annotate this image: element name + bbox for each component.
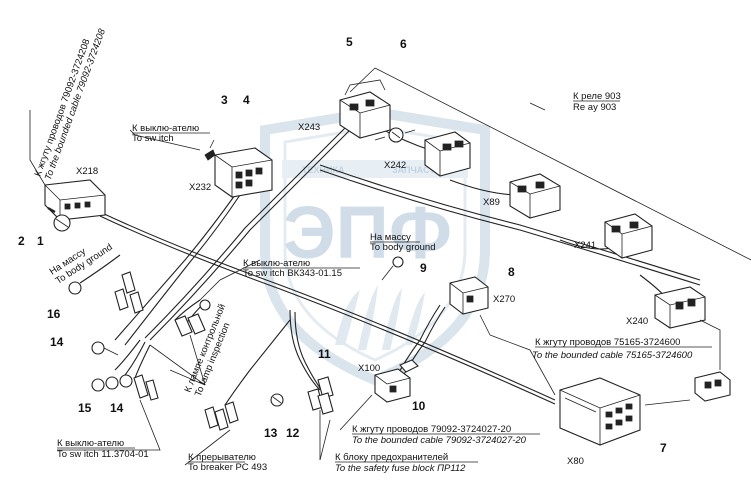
code-x80: X80 xyxy=(567,456,584,467)
label-switch-en: To sw itch xyxy=(132,133,174,144)
connector-x241 xyxy=(604,213,653,259)
label-fuse-en: To the safety fuse block ПР112 xyxy=(335,463,466,474)
connector-x218 xyxy=(44,179,106,221)
terminal-3 xyxy=(204,139,216,161)
label-harness-right-ru: К жгуту проводов 75165-3724600 xyxy=(535,337,680,348)
callout-13: 13 xyxy=(264,426,278,440)
label-breaker-ru: К прерывателю xyxy=(188,452,256,463)
terminals-11-12-13 xyxy=(270,376,334,415)
callout-6: 6 xyxy=(400,37,407,51)
connector-codes: X218 X232 X243 X242 X89 X241 X240 X270 X… xyxy=(76,122,648,467)
terminals-lamp xyxy=(114,271,211,337)
callout-12: 12 xyxy=(286,426,300,440)
terminals-14-15 xyxy=(91,341,159,401)
label-harness-bottom-ru: К жгуту проводов 79092-3724027-20 xyxy=(352,424,511,435)
rotated-harness-label: К жгуту проводов 79092-3724208 To the bo… xyxy=(32,27,108,182)
label-harness-bottom-en: To the bounded cable 79092-3724027-20 xyxy=(352,435,527,446)
ground-terminal-9 xyxy=(381,256,404,281)
callout-numbers: 1 2 3 4 5 6 7 8 9 10 11 12 13 14 14 15 1… xyxy=(18,35,667,455)
callout-1: 1 xyxy=(37,234,44,248)
label-harness-top-en: To the bounded cable 79092-3724208 xyxy=(43,27,108,182)
callout-7: 7 xyxy=(660,441,667,455)
label-switch-bot-en: To sw itch 11.3704-01 xyxy=(57,449,149,460)
label-breaker-en: To breaker РС 493 xyxy=(188,462,267,473)
label-harness-top-ru: К жгуту проводов 79092-3724208 xyxy=(32,38,92,178)
callout-15: 15 xyxy=(78,401,92,415)
callout-10: 10 xyxy=(412,399,426,413)
code-x241: X241 xyxy=(574,240,596,251)
callout-8: 8 xyxy=(508,265,515,279)
label-underlines xyxy=(57,100,712,463)
callout-5: 5 xyxy=(346,35,353,49)
label-switch-bk-en: To sw itch ВК343-01.15 xyxy=(243,268,342,279)
label-ground2-ru: На массу xyxy=(370,232,411,243)
callout-2: 2 xyxy=(18,234,25,248)
callout-16: 16 xyxy=(47,307,61,321)
code-x240: X240 xyxy=(626,316,648,327)
code-x89: X89 xyxy=(483,197,500,208)
watermark-top: ТЕХНИКА xyxy=(302,165,345,175)
connector-x80 xyxy=(559,377,641,446)
label-relay-en: Re ay 903 xyxy=(573,102,616,113)
code-x100: X100 xyxy=(358,363,380,374)
code-x218: X218 xyxy=(76,166,98,177)
callout-11: 11 xyxy=(318,347,331,361)
ring-terminal-1 xyxy=(53,214,71,232)
connector-x232 xyxy=(214,147,273,198)
code-x243: X243 xyxy=(298,122,320,133)
code-x242: X242 xyxy=(384,160,406,171)
label-switch-bk-ru: К выклю-ателю xyxy=(243,258,310,269)
connector-x240-mate xyxy=(694,371,731,402)
label-harness-right-en: To the bounded cable 75165-3724600 xyxy=(532,350,693,361)
code-x270: X270 xyxy=(493,294,515,305)
callout-9: 9 xyxy=(420,261,427,275)
watermark-top2: ЗАПЧАСТИ xyxy=(392,165,441,175)
leader-lines xyxy=(29,102,721,466)
terminal-6 xyxy=(374,127,416,143)
connector-x89 xyxy=(509,173,561,219)
callout-14b: 14 xyxy=(110,401,124,415)
label-switch-ru: К выклю-ателю xyxy=(132,123,199,134)
label-ground2-en: To body ground xyxy=(370,242,436,253)
label-relay-ru: К реле 903 xyxy=(573,91,621,102)
terminals-breaker xyxy=(204,401,239,431)
connector-x243 xyxy=(339,79,391,139)
callout-14a: 14 xyxy=(50,335,64,349)
callout-4: 4 xyxy=(243,93,250,107)
wire-bundles xyxy=(79,67,751,406)
connector-x242 xyxy=(424,131,471,177)
callout-3: 3 xyxy=(221,93,228,107)
watermark-main: ЭПФ xyxy=(283,191,452,274)
label-switch-bot-ru: К выклю-ателю xyxy=(57,438,124,449)
label-fuse-ru: К блоку предохранителей xyxy=(335,452,448,463)
ground-terminal-16 xyxy=(68,281,82,295)
rotated-ground-label: На массу To body ground xyxy=(48,242,115,287)
watermark: ТЕХНИКА ЗАПЧАСТИ ЭПФ xyxy=(260,106,490,386)
connector-x100 xyxy=(374,359,419,403)
connector-x270 xyxy=(449,276,489,315)
wheat-icon xyxy=(335,285,425,350)
code-x232: X232 xyxy=(189,182,211,193)
connector-x240 xyxy=(654,286,706,329)
